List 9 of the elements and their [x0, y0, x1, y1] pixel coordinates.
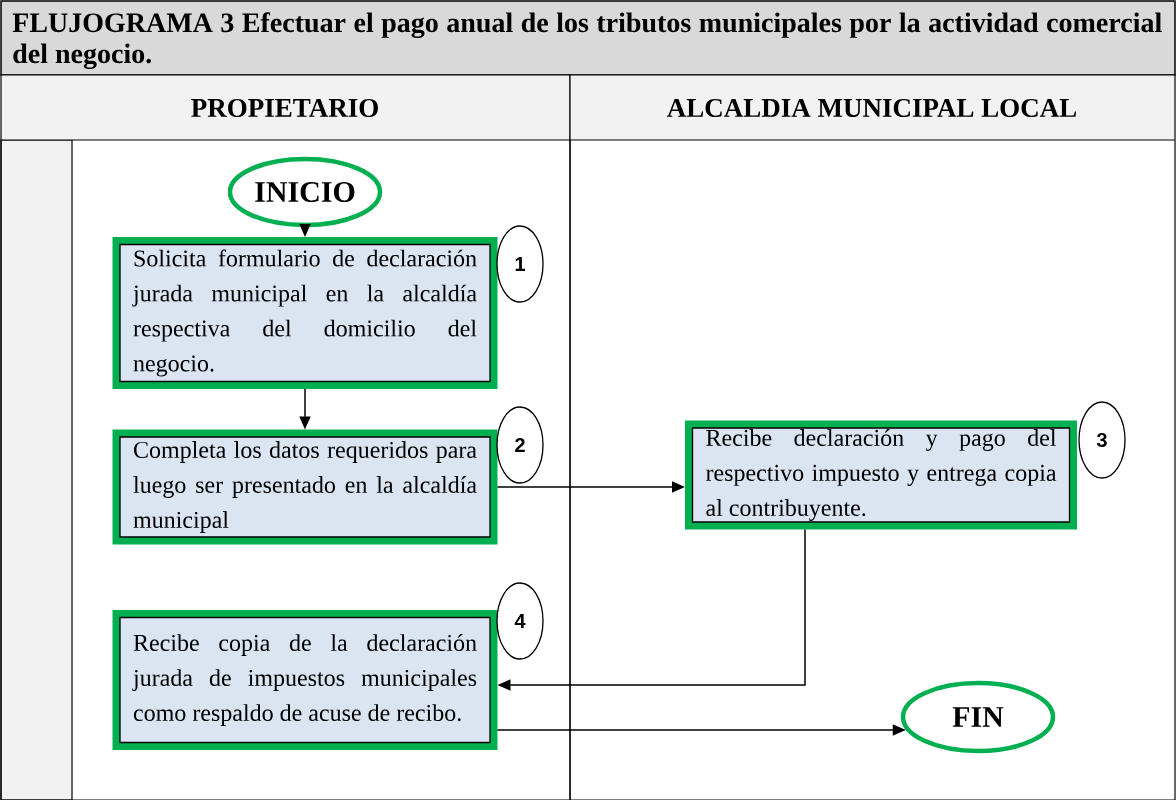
process-box: Recibe declaración y pago del respectivo impuesto y entrega copia al contribuyente.	[685, 420, 1077, 530]
title-band: FLUJOGRAMA 3 Efectuar el pago anual de los tributos municipales por la actividad comercial del negocio.	[0, 0, 1176, 76]
step-number: 2	[496, 406, 544, 484]
process-box: Completa los datos requeridos para luego ser presentado en la alcaldía municipal	[112, 429, 498, 545]
step-number: 4	[496, 582, 544, 660]
step-number: 3	[1078, 401, 1126, 479]
process-box: Solicita formulario de declaración jurada municipal en la alcaldía respectiva del domicilio del negocio.	[112, 237, 498, 389]
step-number: 1	[496, 225, 544, 303]
process-box: Recibe copia de la declaración jurada de impuestos municipales como respaldo de acuse de recibo.	[112, 610, 498, 750]
